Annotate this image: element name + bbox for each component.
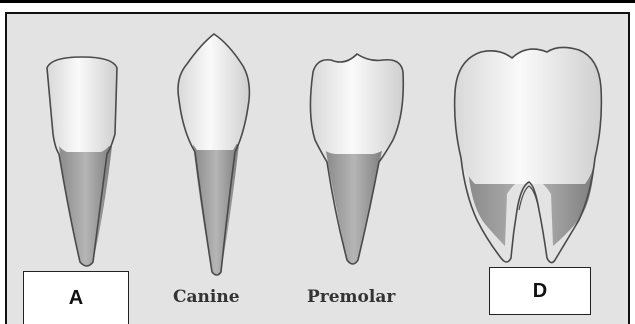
- top-rule: [0, 0, 635, 3]
- teeth-diagram-panel: A Canine Premolar D: [5, 12, 630, 324]
- incisor-tooth: [47, 57, 117, 266]
- canine-tooth: [178, 34, 249, 275]
- premolar-tooth: [310, 54, 403, 264]
- molar-tooth: [455, 47, 602, 262]
- label-premolar: Premolar: [307, 287, 395, 307]
- label-a: A: [69, 287, 83, 310]
- label-d: D: [533, 280, 547, 303]
- label-canine: Canine: [173, 287, 240, 307]
- label-box-a: A: [23, 271, 129, 324]
- label-box-d: D: [489, 267, 591, 315]
